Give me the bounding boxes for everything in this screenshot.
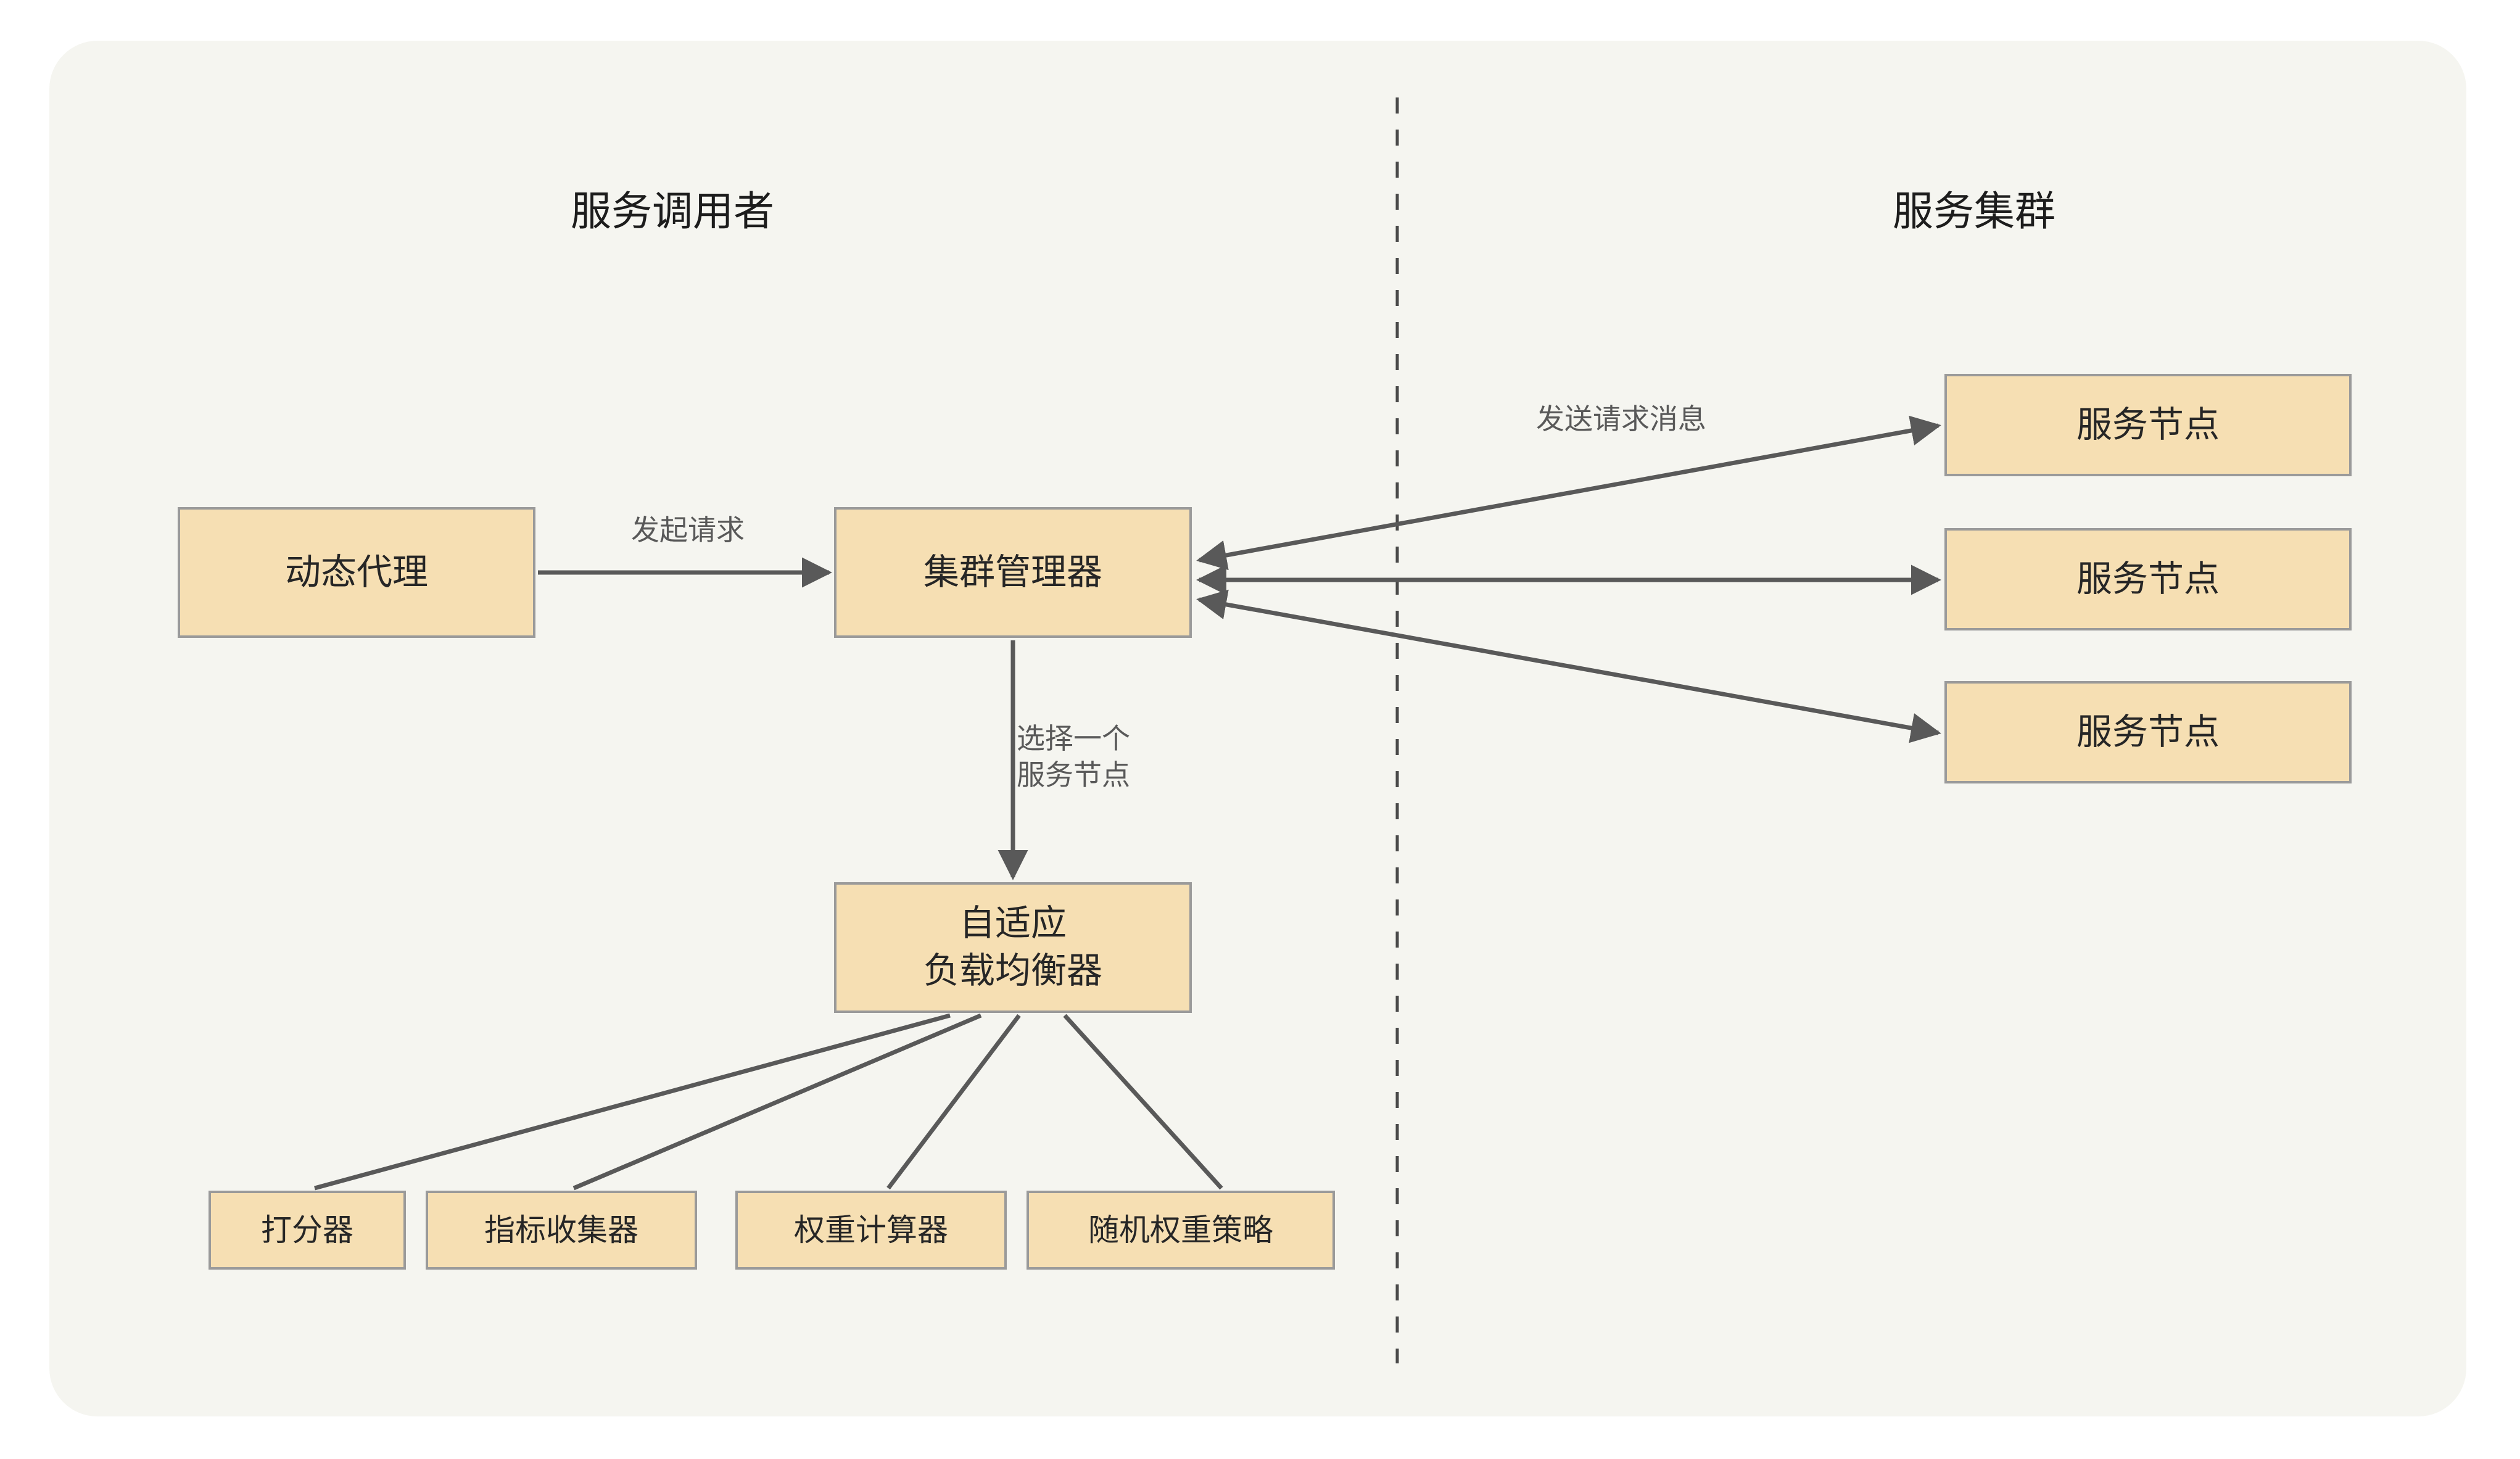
node-dynamic-proxy[interactable]: 动态代理 — [178, 507, 535, 638]
lane-title-caller: 服务调用者 — [571, 188, 774, 234]
edge-label-select-one-service-node: 选择一个 服务节点 — [1017, 722, 1130, 791]
node-adaptive-load-balancer[interactable]: 自适应 负载均衡器 — [834, 882, 1192, 1013]
edge-label-send-request-message: 发送请求消息 — [1536, 403, 1706, 435]
edge-label-initiate-request: 发起请求 — [631, 514, 745, 546]
lane-title-cluster: 服务集群 — [1893, 188, 2055, 234]
node-cluster-manager[interactable]: 集群管理器 — [834, 507, 1192, 638]
node-service-node-0[interactable]: 服务节点 — [1944, 374, 2352, 476]
node-weight-calculator[interactable]: 权重计算器 — [735, 1191, 1007, 1270]
node-random-weight-strategy[interactable]: 随机权重策略 — [1027, 1191, 1335, 1270]
node-service-node-2[interactable]: 服务节点 — [1944, 681, 2352, 783]
node-service-node-1[interactable]: 服务节点 — [1944, 528, 2352, 630]
node-scorer[interactable]: 打分器 — [209, 1191, 406, 1270]
node-metric-collector[interactable]: 指标收集器 — [426, 1191, 697, 1270]
